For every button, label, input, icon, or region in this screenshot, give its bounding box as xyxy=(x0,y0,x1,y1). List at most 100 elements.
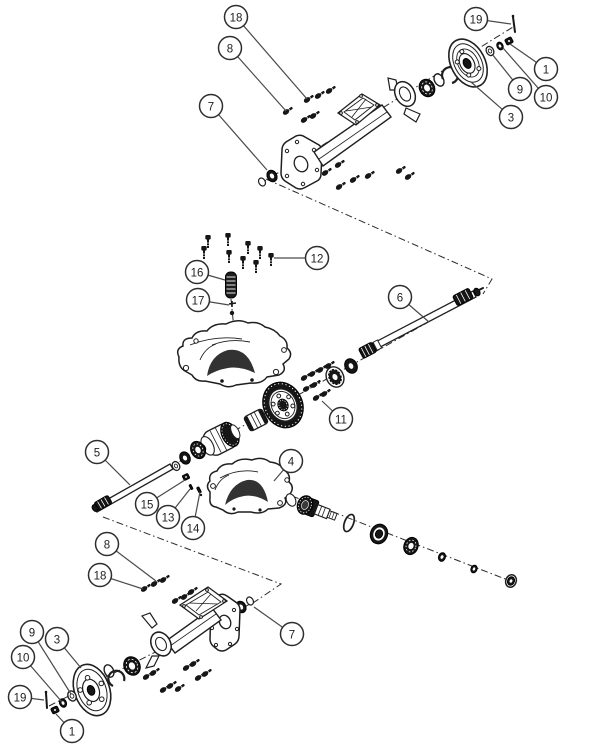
callout-15-lower-middle[interactable]: 15 xyxy=(134,479,186,517)
callout-number: 3 xyxy=(508,112,514,124)
callout-18-top[interactable]: 18 xyxy=(223,4,308,100)
axle-bell-hub-top xyxy=(387,77,421,123)
axle-nut-top xyxy=(504,36,514,46)
lower-gearcase-section xyxy=(91,440,518,589)
callout-balloon xyxy=(19,619,45,645)
callout-balloon xyxy=(155,504,181,530)
brake-drum-bottom xyxy=(72,663,112,717)
hub-washer-top xyxy=(485,45,495,57)
callout-number: 14 xyxy=(187,523,200,535)
callout-7-top[interactable]: 7 xyxy=(198,93,268,171)
callout-9-bottom[interactable]: 9 xyxy=(19,619,72,695)
callout-balloon xyxy=(507,76,533,102)
callout-balloon xyxy=(304,245,330,271)
wheel-bearing-top xyxy=(418,78,436,98)
callout-14-lower-middle[interactable]: 14 xyxy=(180,491,206,541)
callout-11-middle[interactable]: 11 xyxy=(321,400,354,432)
callout-number: 7 xyxy=(289,629,295,641)
callout-1-bottom[interactable]: 1 xyxy=(55,713,85,744)
callout-number: 18 xyxy=(230,12,243,24)
axle-tube-bottom xyxy=(165,607,222,654)
callout-balloon xyxy=(387,284,413,310)
callout-19-top[interactable]: 19 xyxy=(463,6,512,32)
mounting-bracket-bottom xyxy=(178,586,229,620)
callout-10-bottom[interactable]: 10 xyxy=(10,644,63,703)
callout-number: 10 xyxy=(540,92,553,104)
upper-axle-tube-assembly xyxy=(257,14,516,192)
callout-18-bottom[interactable]: 18 xyxy=(87,562,144,590)
axle-shaft xyxy=(91,463,174,513)
callout-4-lower-middle[interactable]: 4 xyxy=(273,448,304,482)
callout-leader-line xyxy=(235,16,308,100)
callout-16-middle[interactable]: 16 xyxy=(184,259,226,285)
gearcase-section xyxy=(176,232,484,456)
callout-17-middle[interactable]: 17 xyxy=(185,287,230,313)
callout-balloon xyxy=(134,491,160,517)
callout-number: 18 xyxy=(94,570,107,582)
cotter-pin-top xyxy=(511,14,516,33)
callout-number: 3 xyxy=(54,634,60,646)
pinion-shaft xyxy=(296,495,338,521)
callout-number: 1 xyxy=(69,726,75,738)
callout-number: 7 xyxy=(208,101,214,113)
axle-washer xyxy=(171,460,181,472)
housing-bolts xyxy=(200,232,275,274)
axle-flange-plate-top xyxy=(280,134,323,190)
callout-balloon xyxy=(185,287,211,313)
wheel-bearing-bottom xyxy=(123,656,141,676)
dowel-pin-small xyxy=(188,484,194,490)
callout-number: 16 xyxy=(191,267,204,279)
carrier-bearing xyxy=(325,366,345,388)
callout-19-bottom[interactable]: 19 xyxy=(7,684,45,710)
callout-8-top[interactable]: 8 xyxy=(217,35,287,112)
callout-balloon xyxy=(533,84,559,110)
callout-balloon xyxy=(278,448,304,474)
callout-balloon xyxy=(184,259,210,285)
callout-balloon xyxy=(279,621,305,647)
callout-balloon xyxy=(328,406,354,432)
callout-8-bottom[interactable]: 8 xyxy=(94,531,157,582)
callout-number: 10 xyxy=(17,652,30,664)
callout-number: 9 xyxy=(517,84,523,96)
callout-9-top[interactable]: 9 xyxy=(491,53,533,102)
differential-spacer xyxy=(243,408,269,432)
callout-balloon xyxy=(44,626,70,652)
cotter-pin-bottom xyxy=(44,690,48,709)
callout-balloon xyxy=(463,6,489,32)
callout-3-top[interactable]: 3 xyxy=(470,81,524,130)
callout-number: 9 xyxy=(29,627,35,639)
callout-balloon xyxy=(84,439,110,465)
snap-ring-bottom xyxy=(103,664,126,687)
callout-balloon xyxy=(498,104,524,130)
lock-washer-top xyxy=(496,41,504,51)
detent-ball-pin xyxy=(228,301,237,316)
callout-6-middle[interactable]: 6 xyxy=(387,284,430,323)
detent-spring xyxy=(225,271,237,299)
axle-bell-hub-bottom xyxy=(140,612,172,669)
callout-7-bottom[interactable]: 7 xyxy=(253,606,305,647)
axle-bearing xyxy=(190,440,206,460)
callout-balloon xyxy=(217,35,243,61)
callout-3-bottom[interactable]: 3 xyxy=(44,626,82,669)
callout-number: 6 xyxy=(397,292,403,304)
callout-leader-line xyxy=(229,47,287,112)
callout-leader-line xyxy=(210,105,268,171)
callout-13-lower-middle[interactable]: 13 xyxy=(155,488,191,530)
pinion-end-washer xyxy=(504,573,518,589)
callout-balloon xyxy=(59,718,85,744)
callout-10-top[interactable]: 10 xyxy=(502,47,559,110)
oil-seal-top xyxy=(257,169,278,187)
upper-gearcase-housing xyxy=(176,320,292,388)
callout-balloon xyxy=(94,531,120,557)
pinion-washer-2 xyxy=(470,564,478,574)
callout-1-top[interactable]: 1 xyxy=(509,43,559,82)
callout-5-lower-middle[interactable]: 5 xyxy=(84,439,131,486)
callout-number: 19 xyxy=(14,692,27,704)
callout-balloon xyxy=(533,56,559,82)
callout-balloon xyxy=(180,515,206,541)
callout-number: 19 xyxy=(470,14,483,26)
callout-12-middle[interactable]: 12 xyxy=(274,245,330,271)
